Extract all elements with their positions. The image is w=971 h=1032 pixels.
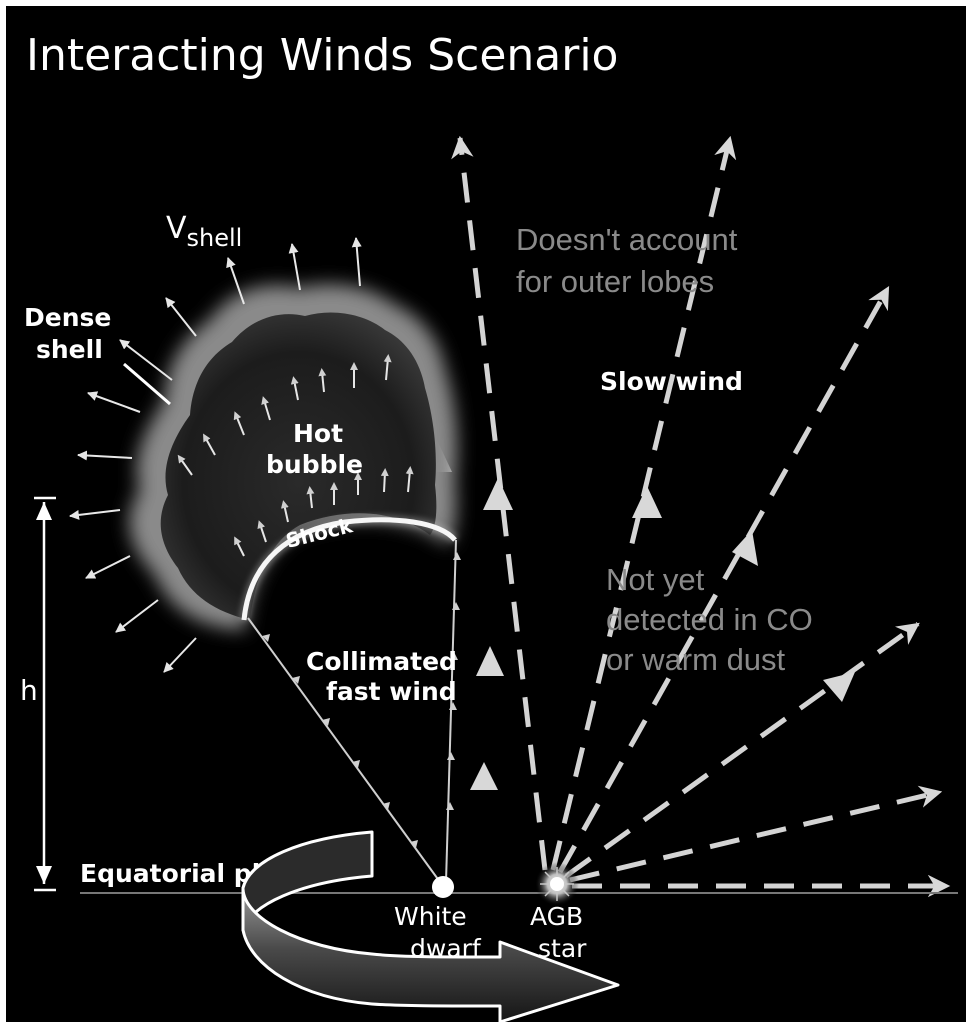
fw-tick-l3 [322, 718, 330, 726]
collimated-label-line2: fast wind [326, 677, 457, 706]
shell-velocity-arrows [69, 237, 362, 673]
fw-tick-r5 [447, 752, 455, 760]
white-dwarf [432, 876, 454, 898]
h-measure-arrow [34, 496, 56, 892]
fw-tick-l5 [382, 802, 390, 810]
equatorial-plane-label: Equatorial pl [80, 859, 260, 888]
midarrow-7 [470, 762, 498, 790]
slow-wind-label: Slow wind [600, 367, 743, 396]
white-dwarf-label-line1: White [394, 902, 467, 931]
slow-wind-arrow-5 [569, 785, 943, 883]
bubble-interior [160, 312, 437, 620]
fw-tick-l6 [410, 840, 418, 848]
slow-wind-arrows [451, 135, 951, 898]
h-arrow-top-head [36, 502, 52, 520]
midarrow-3 [632, 486, 662, 518]
slow-wind-arrow-1 [451, 135, 548, 871]
fw-tick-r3 [450, 652, 458, 660]
note-outer-lobes-line2: for outer lobes [516, 264, 714, 299]
agb-star-label-line1: AGB [530, 902, 583, 931]
v-shell-label: Vshell [166, 211, 242, 252]
rotation-sweep-arrow [241, 830, 620, 1024]
slow-wind-arrow-4 [564, 621, 920, 879]
midarrow-6 [476, 646, 504, 676]
fast-wind-ticks [262, 552, 461, 848]
slow-wind-arrow-2 [550, 135, 737, 871]
shock-glow [239, 514, 459, 621]
hot-bubble-label-line1: Hot [293, 419, 343, 448]
h-label: h [20, 674, 38, 707]
slow-wind-arrow-3 [557, 286, 891, 874]
fw-tick-l2 [292, 676, 300, 684]
note-not-detected-line1: Not yet [606, 562, 705, 597]
hot-bubble [129, 284, 457, 630]
fw-tick-r4 [449, 702, 457, 710]
note-not-detected-line2: detected in CO [606, 602, 813, 637]
agb-star [535, 862, 579, 906]
bubble-flow-arrows [177, 354, 414, 557]
midarrow-2 [483, 478, 513, 510]
dense-shell-label-line1: Dense [24, 303, 111, 332]
fw-tick-l4 [352, 760, 360, 768]
fw-tick-r1 [453, 552, 461, 560]
fw-tick-l1 [262, 634, 270, 642]
collimated-fast-wind [247, 539, 457, 883]
diagram-title: Interacting Winds Scenario [26, 30, 618, 81]
midarrow-4 [732, 530, 758, 566]
fw-tick-r6 [446, 802, 454, 810]
sweep-front-band [241, 886, 620, 1024]
collimated-label-line1: Collimated [306, 647, 457, 676]
hot-bubble-label-line2: bubble [266, 450, 363, 479]
note-outer-lobes-line1: Doesn't account [516, 222, 738, 257]
fw-tick-r2 [452, 602, 460, 610]
note-not-detected-line3: or warm dust [606, 642, 786, 677]
dense-shell-label-line2: shell [36, 335, 103, 364]
fast-wind-right-line [445, 539, 457, 883]
h-arrow-bottom-head [36, 866, 52, 884]
midarrow-5 [823, 672, 855, 702]
fast-wind-left-line [247, 617, 441, 883]
dense-shell-pointer [123, 362, 171, 406]
